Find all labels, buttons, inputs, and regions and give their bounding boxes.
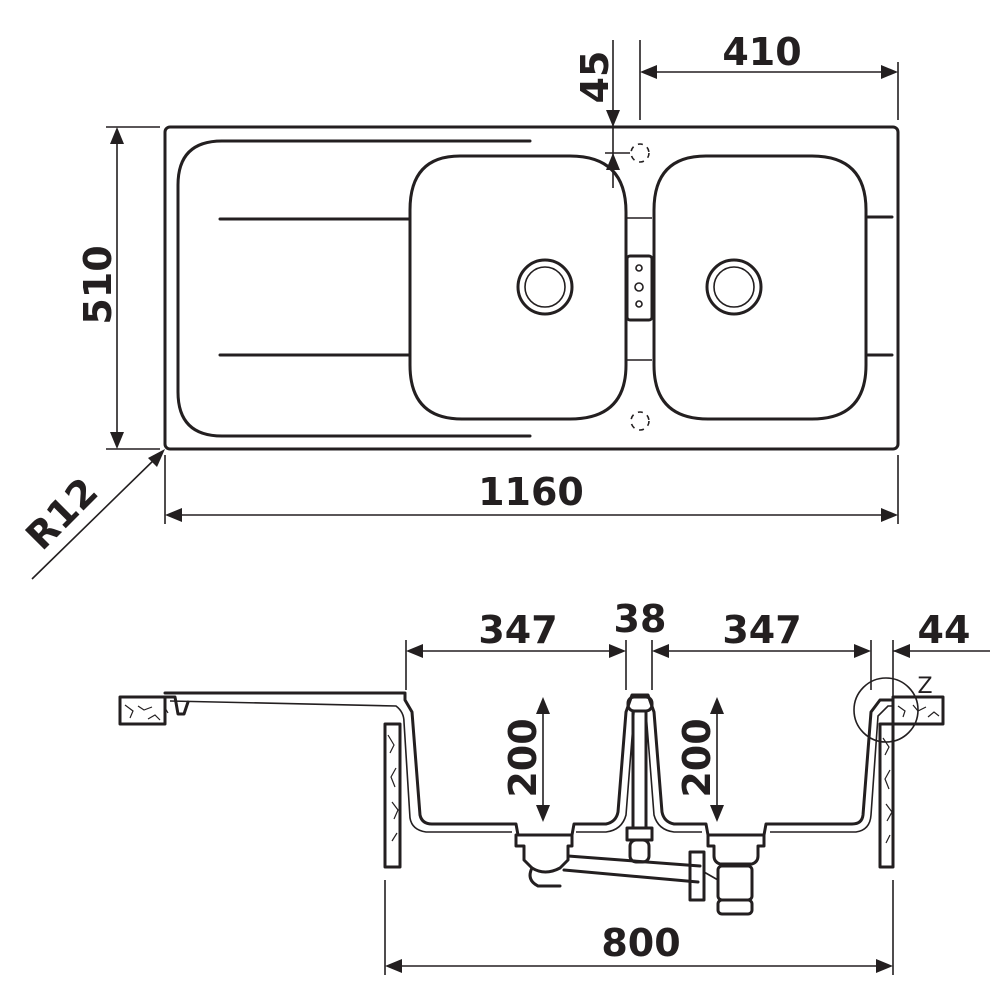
divider-dimension: 38 <box>614 597 667 641</box>
edge-dimension: 44 <box>918 608 971 652</box>
worktop-right <box>891 695 945 726</box>
cabinet-width-dimension: 800 <box>601 921 680 965</box>
top-view: 510 1160 R12 410 45 <box>17 30 900 580</box>
right-drain-inner <box>713 266 755 308</box>
left-bowl-depth-dimension: 200 <box>501 718 545 797</box>
left-drain <box>516 258 574 316</box>
rim-offset-dimension: 45 <box>573 51 617 104</box>
tap-hole-marker <box>630 411 650 431</box>
cabinet-wall-left <box>383 722 402 869</box>
right-bowl-depth-dimension: 200 <box>675 718 719 797</box>
depth-dimension: 510 <box>76 245 120 324</box>
cabinet-wall-right <box>878 722 895 869</box>
detail-circle <box>853 677 919 743</box>
right-bowl <box>652 154 868 421</box>
tap-hole-marker <box>630 143 650 163</box>
radius-dimension: R12 <box>17 469 106 558</box>
sink-section-inner <box>169 700 893 833</box>
left-waste-fitting <box>514 833 574 874</box>
drainer-board <box>176 139 532 438</box>
trap-pipe <box>528 854 702 888</box>
width-dimension: 1160 <box>478 470 584 514</box>
left-bowl-width-dimension: 347 <box>478 608 557 652</box>
left-drain-inner <box>524 266 566 308</box>
detail-label: Z <box>917 674 932 699</box>
left-bowl <box>408 154 628 421</box>
overflow-slot <box>625 254 654 322</box>
right-waste-fitting <box>706 833 766 866</box>
right-drain <box>705 258 763 316</box>
sink-outline <box>163 125 900 451</box>
right-bowl-width-dimension: 347 <box>722 608 801 652</box>
sink-section-outer <box>163 691 895 837</box>
worktop-left <box>118 695 167 726</box>
bowl-width-dimension: 410 <box>722 30 801 74</box>
section-view: Z 347 38 347 44 200 200 <box>118 597 990 975</box>
